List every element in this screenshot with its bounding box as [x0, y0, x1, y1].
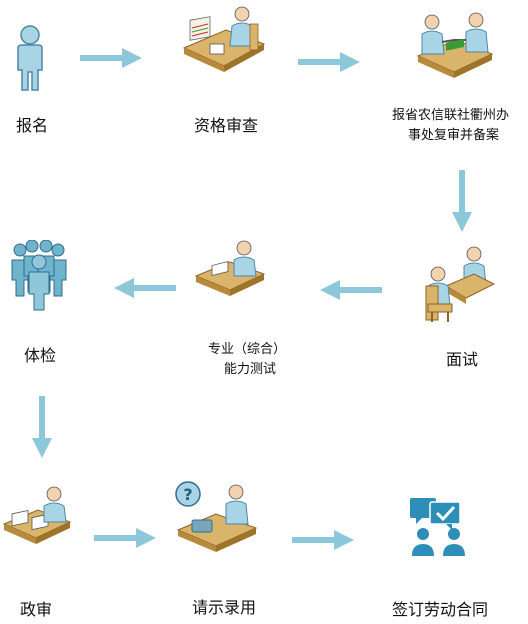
flow-arrow-down: [32, 396, 52, 458]
step-label: 政审: [20, 600, 53, 619]
handshake-meeting-icon: [416, 12, 494, 78]
step-label: 体检: [24, 346, 57, 365]
test-writing-icon: [194, 240, 266, 296]
interview-icon: [425, 246, 496, 322]
step-label: 资格审查: [194, 116, 259, 135]
phone-question-icon: ?: [175, 481, 258, 552]
step-label: 报名: [16, 116, 49, 135]
svg-text:?: ?: [183, 485, 192, 504]
document-review-icon: [182, 6, 266, 72]
document-check-icon: [2, 486, 72, 544]
step-label-line2: 能力测试: [224, 362, 277, 377]
step-label-line2: 事处复审并备案: [408, 128, 500, 143]
person-icon: [17, 25, 43, 91]
flow-arrow-left: [114, 278, 176, 298]
flow-arrow-right: [292, 530, 354, 550]
group-people-icon: [11, 240, 67, 311]
step-label-line1: 报省农信联社衢州办: [392, 108, 510, 123]
step-label: 签订劳动合同: [392, 600, 489, 619]
contract-chat-icon: [410, 498, 465, 556]
step-label: 面试: [446, 350, 479, 369]
step-label: 请示录用: [192, 598, 257, 617]
flow-arrow-down: [452, 170, 472, 232]
flow-arrow-right: [94, 528, 156, 548]
flow-arrow-left: [320, 280, 382, 300]
flow-arrow-right: [80, 48, 142, 68]
flow-arrow-right: [298, 52, 360, 72]
step-label-line1: 专业（综合）: [208, 342, 287, 357]
